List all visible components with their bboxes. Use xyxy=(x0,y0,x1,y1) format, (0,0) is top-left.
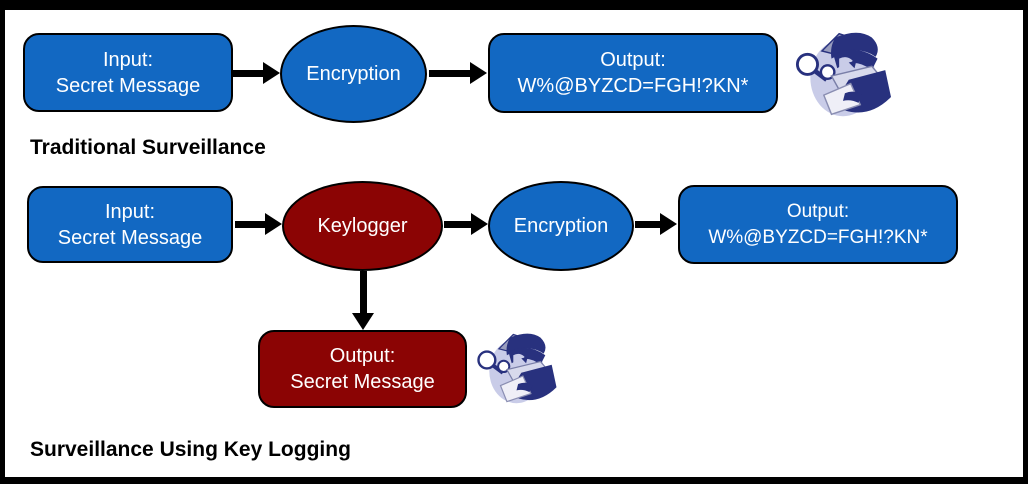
output-label-line1: Output: xyxy=(329,345,396,367)
keylogging-output-intercepted-box: Output: Secret Message xyxy=(258,330,467,408)
keylogging-input-box: Input: Secret Message xyxy=(27,186,233,263)
keylogger-label: Keylogger xyxy=(317,215,408,237)
spy-detective-icon xyxy=(792,26,894,122)
encryption-label: Encryption xyxy=(513,215,609,237)
arrow-right-icon xyxy=(235,212,282,236)
output-label-line2: W%@BYZCD=FGH!?KN* xyxy=(708,226,928,248)
output-label-line1: Output: xyxy=(600,49,666,71)
output-label-line1: Output: xyxy=(786,200,850,222)
spy-detective-icon xyxy=(476,331,559,406)
arrow-down-icon xyxy=(350,271,376,330)
arrow-right-icon xyxy=(429,61,487,85)
arrow-right-icon xyxy=(635,212,677,236)
input-label-line1: Input: xyxy=(104,200,156,223)
input-label-line2: Secret Message xyxy=(55,74,201,97)
keylogging-encryption-node: Encryption xyxy=(488,181,634,271)
keylogging-output-encrypted-box: Output: W%@BYZCD=FGH!?KN* xyxy=(678,185,958,264)
output-label-line2: W%@BYZCD=FGH!?KN* xyxy=(517,75,749,97)
arrow-right-icon xyxy=(233,61,280,85)
traditional-input-box: Input: Secret Message xyxy=(23,33,233,112)
arrow-right-icon xyxy=(444,212,488,236)
output-label-line2: Secret Message xyxy=(290,371,435,393)
input-label-line1: Input: xyxy=(102,48,154,71)
traditional-output-box: Output: W%@BYZCD=FGH!?KN* xyxy=(488,33,778,113)
input-label-line2: Secret Message xyxy=(57,226,203,249)
traditional-encryption-node: Encryption xyxy=(280,25,427,123)
keylogger-node: Keylogger xyxy=(282,181,443,271)
caption-surveillance-using-key-logging: Surveillance Using Key Logging xyxy=(30,438,351,461)
caption-traditional-surveillance: Traditional Surveillance xyxy=(30,136,266,159)
encryption-label: Encryption xyxy=(306,63,401,85)
